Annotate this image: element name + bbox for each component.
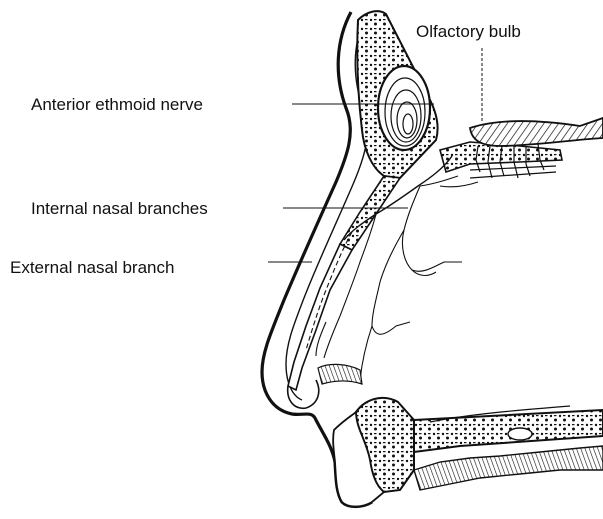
frontal-sinus [378,66,430,150]
internal-nasal-branches-label: Internal nasal branches [31,199,208,219]
alveolar-ridge [414,446,603,490]
incisive-canal [508,428,532,440]
septal-cartilage [318,364,362,384]
nasal-bone [340,176,400,250]
anterior-ethmoid-nerve-label: Anterior ethmoid nerve [31,95,203,115]
olfactory-bulb-label: Olfactory bulb [416,22,521,42]
internal-nasal-branches [316,176,478,380]
olfactory-bulb [470,118,603,146]
external-nasal-branch-label: External nasal branch [10,258,174,278]
hard-palate [414,410,603,452]
